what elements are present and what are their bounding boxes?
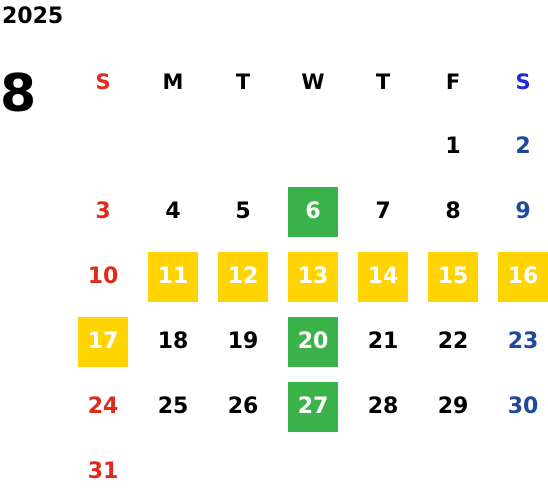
day-cell-highlighted-yellow: 13 — [278, 244, 348, 309]
day-cell: 2 — [515, 134, 531, 159]
day-cell-highlighted-yellow: 14 — [348, 244, 418, 309]
day-cell-highlighted-green: 27 — [278, 374, 348, 439]
day-cell: 8 — [445, 199, 461, 224]
day-cell: 9 — [515, 199, 531, 224]
weekday-header-wed: W — [301, 70, 325, 94]
day-cell: 1 — [445, 134, 461, 159]
day-cell — [208, 439, 278, 504]
day-cell — [348, 114, 418, 179]
day-cell: 4 — [165, 199, 181, 224]
weekday-header-sun: S — [95, 70, 111, 94]
day-cell: 3 — [95, 199, 111, 224]
day-cell — [488, 439, 548, 504]
day-cell: 7 — [375, 199, 391, 224]
day-cell: 18 — [157, 329, 189, 354]
calendar-grid: S M T W T F S 1 2 3 4 5 6 7 8 9 10 11 12… — [68, 48, 548, 504]
weekday-header-tue: T — [235, 70, 251, 94]
day-cell: 28 — [367, 394, 399, 419]
day-cell-highlighted-yellow: 15 — [418, 244, 488, 309]
day-cell: 5 — [235, 199, 251, 224]
day-cell: 21 — [367, 329, 399, 354]
day-cell-highlighted-yellow: 11 — [138, 244, 208, 309]
weekday-header-fri: F — [445, 70, 461, 94]
day-cell: 24 — [87, 394, 119, 419]
day-cell — [138, 439, 208, 504]
day-cell: 30 — [507, 394, 539, 419]
day-cell-highlighted-green: 20 — [278, 309, 348, 374]
day-cell-highlighted-yellow: 12 — [208, 244, 278, 309]
day-cell — [418, 439, 488, 504]
day-cell: 31 — [87, 459, 119, 484]
day-cell — [278, 439, 348, 504]
day-cell-highlighted-yellow: 17 — [68, 309, 138, 374]
month-number: 8 — [0, 64, 37, 124]
weekday-header-mon: M — [162, 70, 184, 94]
weekday-header-thu: T — [375, 70, 391, 94]
day-cell: 23 — [507, 329, 539, 354]
day-cell — [208, 114, 278, 179]
day-cell: 10 — [87, 264, 119, 289]
day-cell — [68, 114, 138, 179]
day-cell — [348, 439, 418, 504]
day-cell — [138, 114, 208, 179]
weekday-header-sat: S — [515, 70, 531, 94]
day-cell: 25 — [157, 394, 189, 419]
day-cell: 22 — [437, 329, 469, 354]
day-cell-highlighted-green: 6 — [278, 179, 348, 244]
day-cell — [278, 114, 348, 179]
day-cell-highlighted-yellow: 16 — [488, 244, 548, 309]
day-cell: 29 — [437, 394, 469, 419]
day-cell: 26 — [227, 394, 259, 419]
year-label: 2025 — [2, 4, 64, 29]
day-cell: 19 — [227, 329, 259, 354]
